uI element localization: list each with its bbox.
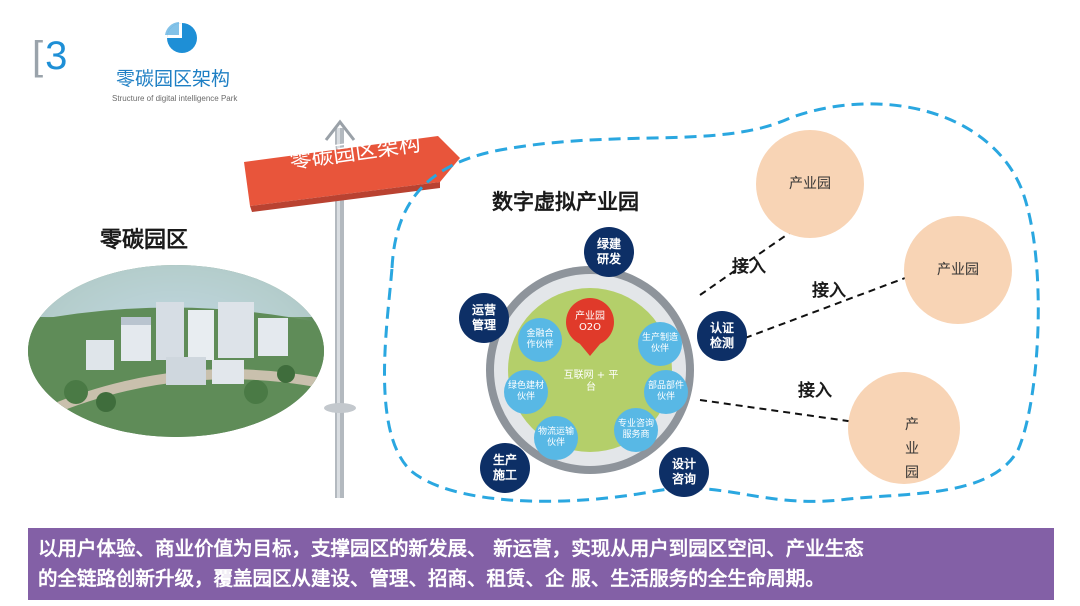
partner-label-finance: 金融合 作伙伴 (526, 329, 554, 350)
partner-bubble-2 (638, 322, 682, 366)
partner-label-manufacturing: 生产制造 伙伴 (641, 333, 678, 354)
node-label-design: 设计 咨询 (671, 457, 696, 486)
pie-chart-icon (165, 22, 197, 53)
partner-bubble-3 (644, 370, 688, 414)
footer-line-1: 以用户体验、商业价值为目标，支撑园区的新发展、 新运营，实现从用户到园区空间、产… (38, 537, 864, 560)
footer-banner: 以用户体验、商业价值为目标，支撑园区的新发展、 新运营，实现从用户到园区空间、产… (28, 528, 1054, 600)
node-label-operation: 运营 管理 (471, 303, 496, 332)
node-circle-1 (584, 227, 634, 277)
node-circle-3 (659, 447, 709, 497)
park-label-2: 产业园 (937, 262, 979, 278)
partner-label-logistics: 物流运输 伙伴 (537, 427, 574, 448)
connection-label-1: 接入 (732, 257, 766, 277)
connection-label-2: 接入 (812, 281, 846, 301)
park-label-1: 产业园 (789, 176, 831, 192)
section-bracket: [ (32, 34, 46, 78)
partner-bubble-4 (614, 408, 658, 452)
left-title: 零碳园区 (100, 228, 189, 253)
connector-3 (699, 399, 856, 423)
node-label-construction: 生产 施工 (492, 453, 517, 482)
node-label-green-rd: 绿建 研发 (596, 237, 621, 266)
partner-bubble-1 (518, 318, 562, 362)
partner-label-consulting: 专业咨询 服务商 (617, 419, 654, 440)
park-aerial-image (28, 265, 324, 437)
partner-bubble-6 (504, 370, 548, 414)
park-circle-1 (756, 130, 864, 238)
park-circle-3 (848, 372, 960, 484)
partner-label-components: 部品部件 伙伴 (647, 381, 684, 402)
partner-label-materials: 绿色建材 伙伴 (507, 381, 544, 402)
node-circle-2 (697, 311, 747, 361)
section-number: [3 (32, 34, 69, 79)
signpost (244, 119, 460, 498)
park-label-3: 产 业 园 (905, 417, 919, 481)
node-circle-5 (459, 293, 509, 343)
cloud-boundary (383, 102, 1040, 503)
connection-label-3: 接入 (798, 381, 832, 401)
header-subtitle: Structure of digital intelligence Park (112, 94, 238, 103)
platform-label: 互联网 + 平台 (563, 370, 619, 393)
connector-1 (699, 226, 799, 296)
footer-line-2: 的全链路创新升级，覆盖园区从建设、管理、招商、租赁、企 服、生活服务的全生命周期… (38, 567, 825, 590)
connector-2 (744, 277, 906, 339)
node-circle-4 (480, 443, 530, 493)
center-title: 数字虚拟产业园 (492, 190, 639, 214)
park-circle-2 (904, 216, 1012, 324)
core-label: 产业园 O2O (575, 311, 605, 333)
partner-bubble-5 (534, 416, 578, 460)
section-digit: 3 (45, 34, 70, 78)
node-label-certification: 认证 检测 (709, 321, 734, 350)
header-title: 零碳园区架构 (116, 68, 231, 90)
